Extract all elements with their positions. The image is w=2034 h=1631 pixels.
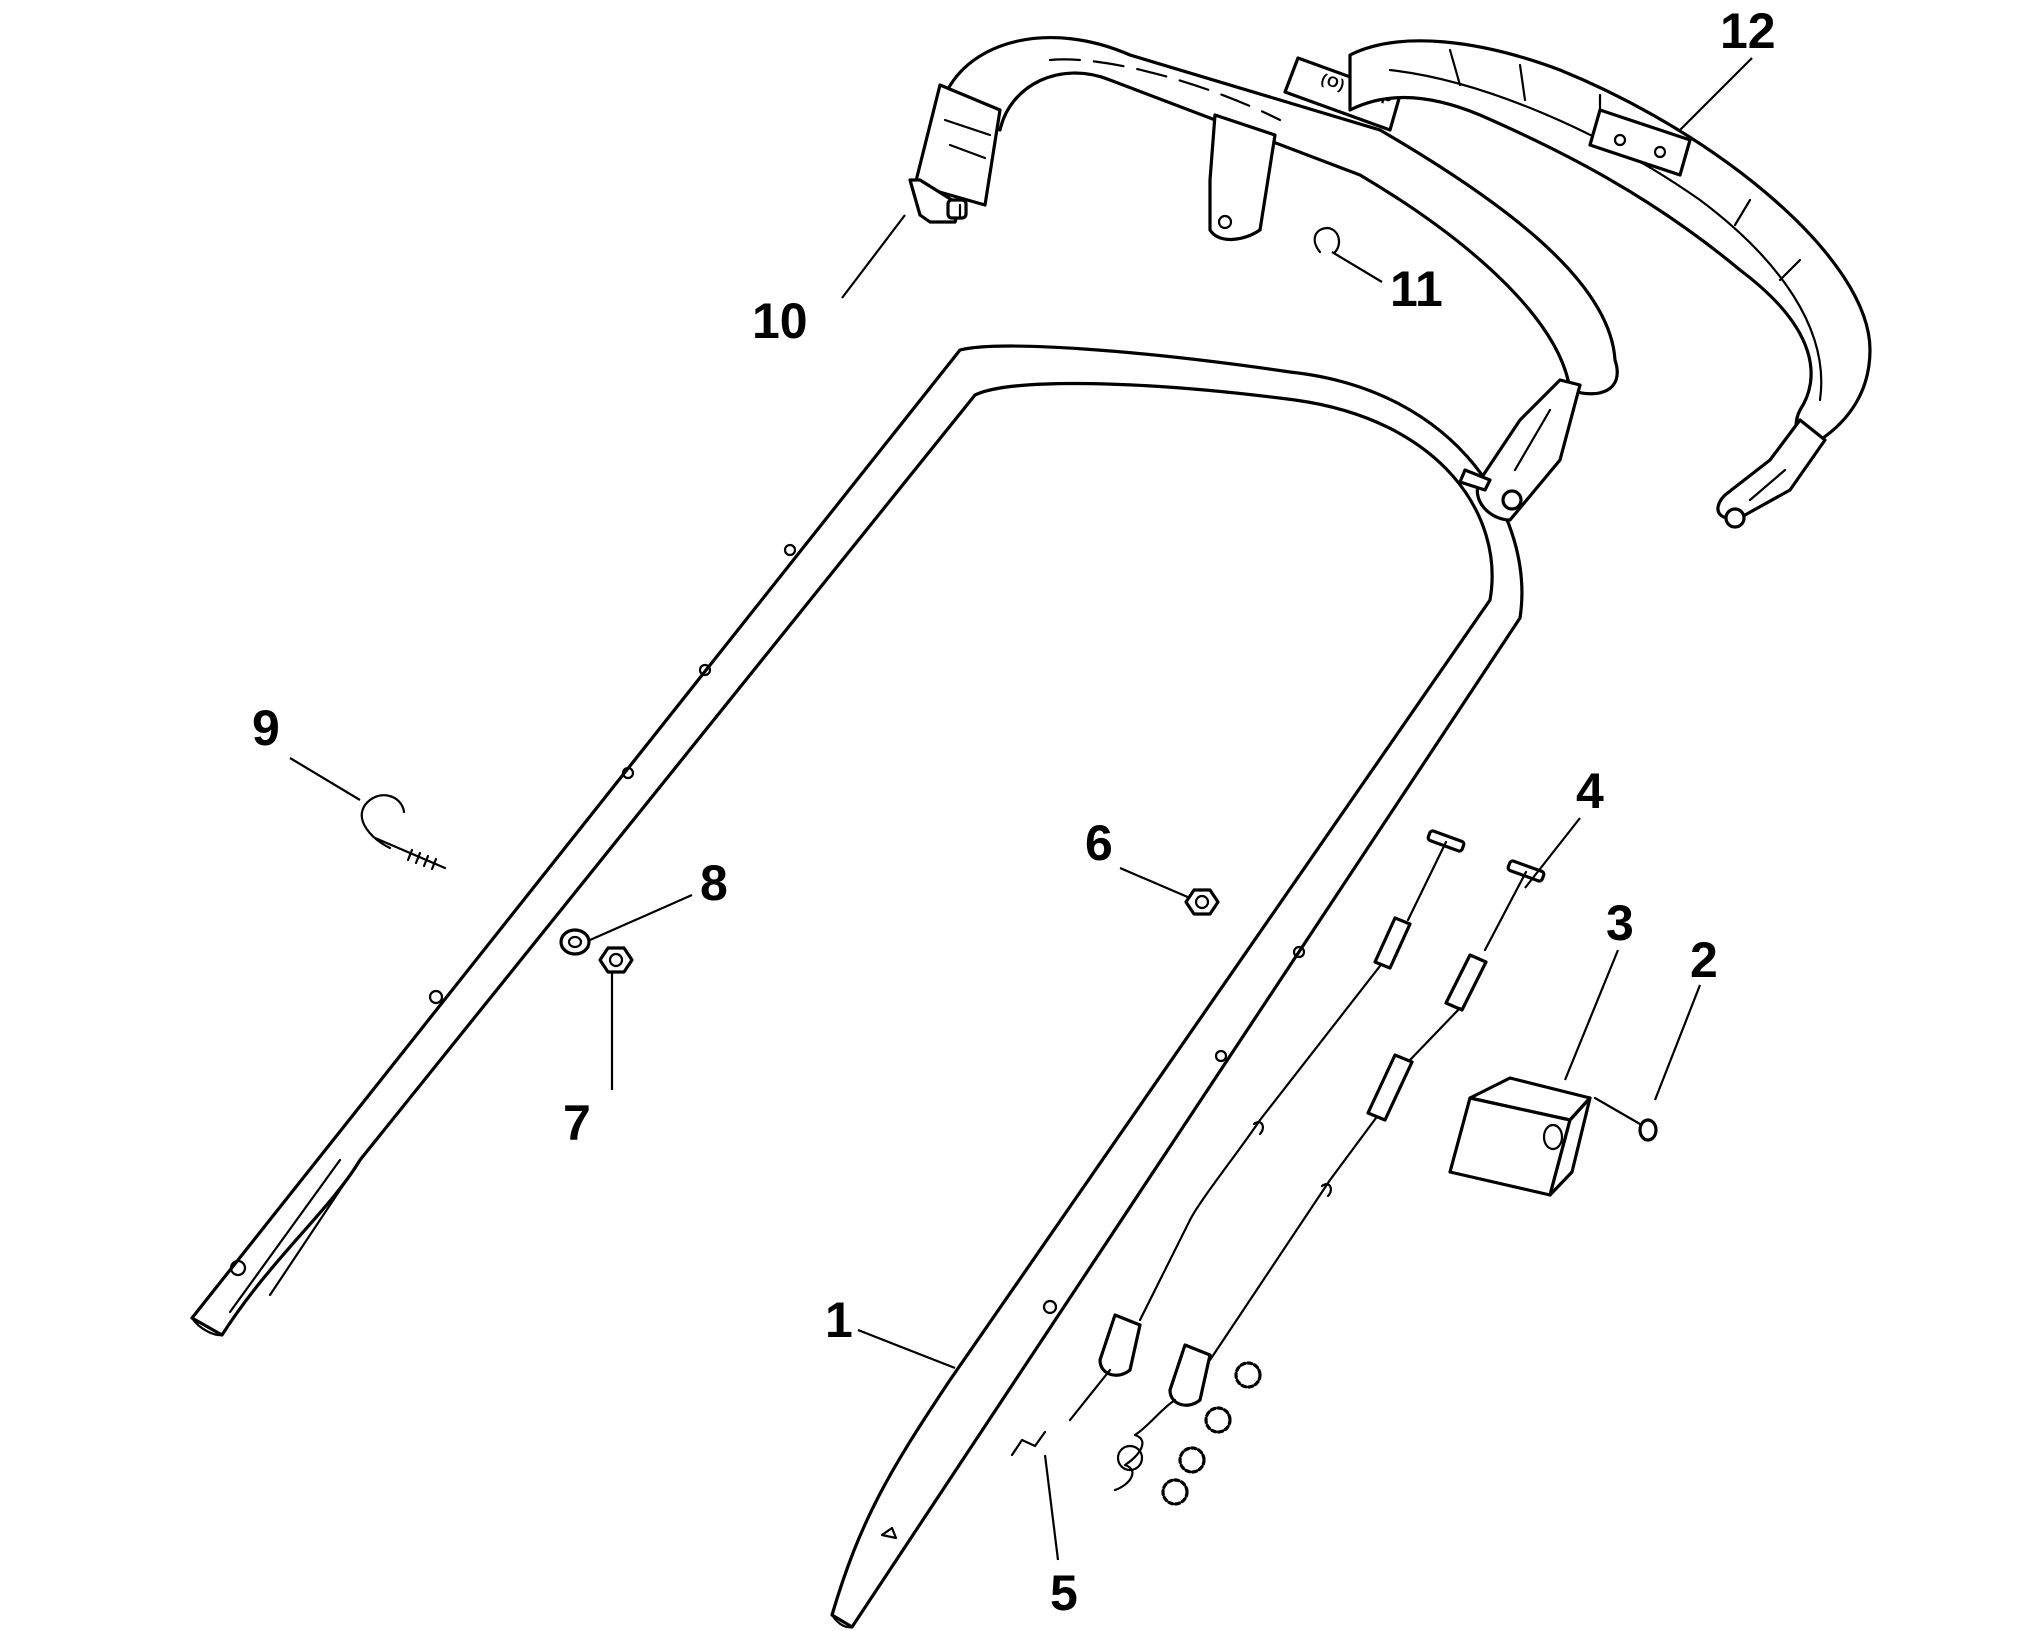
callout-labels: 1 2 3 4 5 6 7 8 9 10 11 12 [252,3,1776,1621]
callout-10: 10 [752,293,808,349]
callout-8: 8 [700,855,728,911]
callout-7: 7 [563,1095,591,1151]
callout-12: 12 [1720,3,1776,59]
upper-handle-bar: (O) STOP [908,36,1619,522]
callout-4: 4 [1576,763,1604,819]
callout-2: 2 [1690,932,1718,988]
spacer-block [1448,1076,1592,1197]
callout-6: 6 [1085,815,1113,871]
hook-bolt [360,794,447,871]
control-bar [1348,39,1872,529]
callout-9: 9 [252,700,280,756]
nut [1184,888,1220,916]
washer [559,928,591,956]
leader-lines [289,57,1753,1561]
cables [1010,829,1546,1506]
circlip [1313,226,1341,254]
lower-handle-frame [190,344,1524,1629]
callout-11: 11 [1390,261,1443,317]
screw [1593,1096,1658,1142]
callout-3: 3 [1606,895,1634,951]
nut-small [598,946,634,974]
callout-5: 5 [1050,1565,1078,1621]
callout-1: 1 [825,1292,853,1348]
